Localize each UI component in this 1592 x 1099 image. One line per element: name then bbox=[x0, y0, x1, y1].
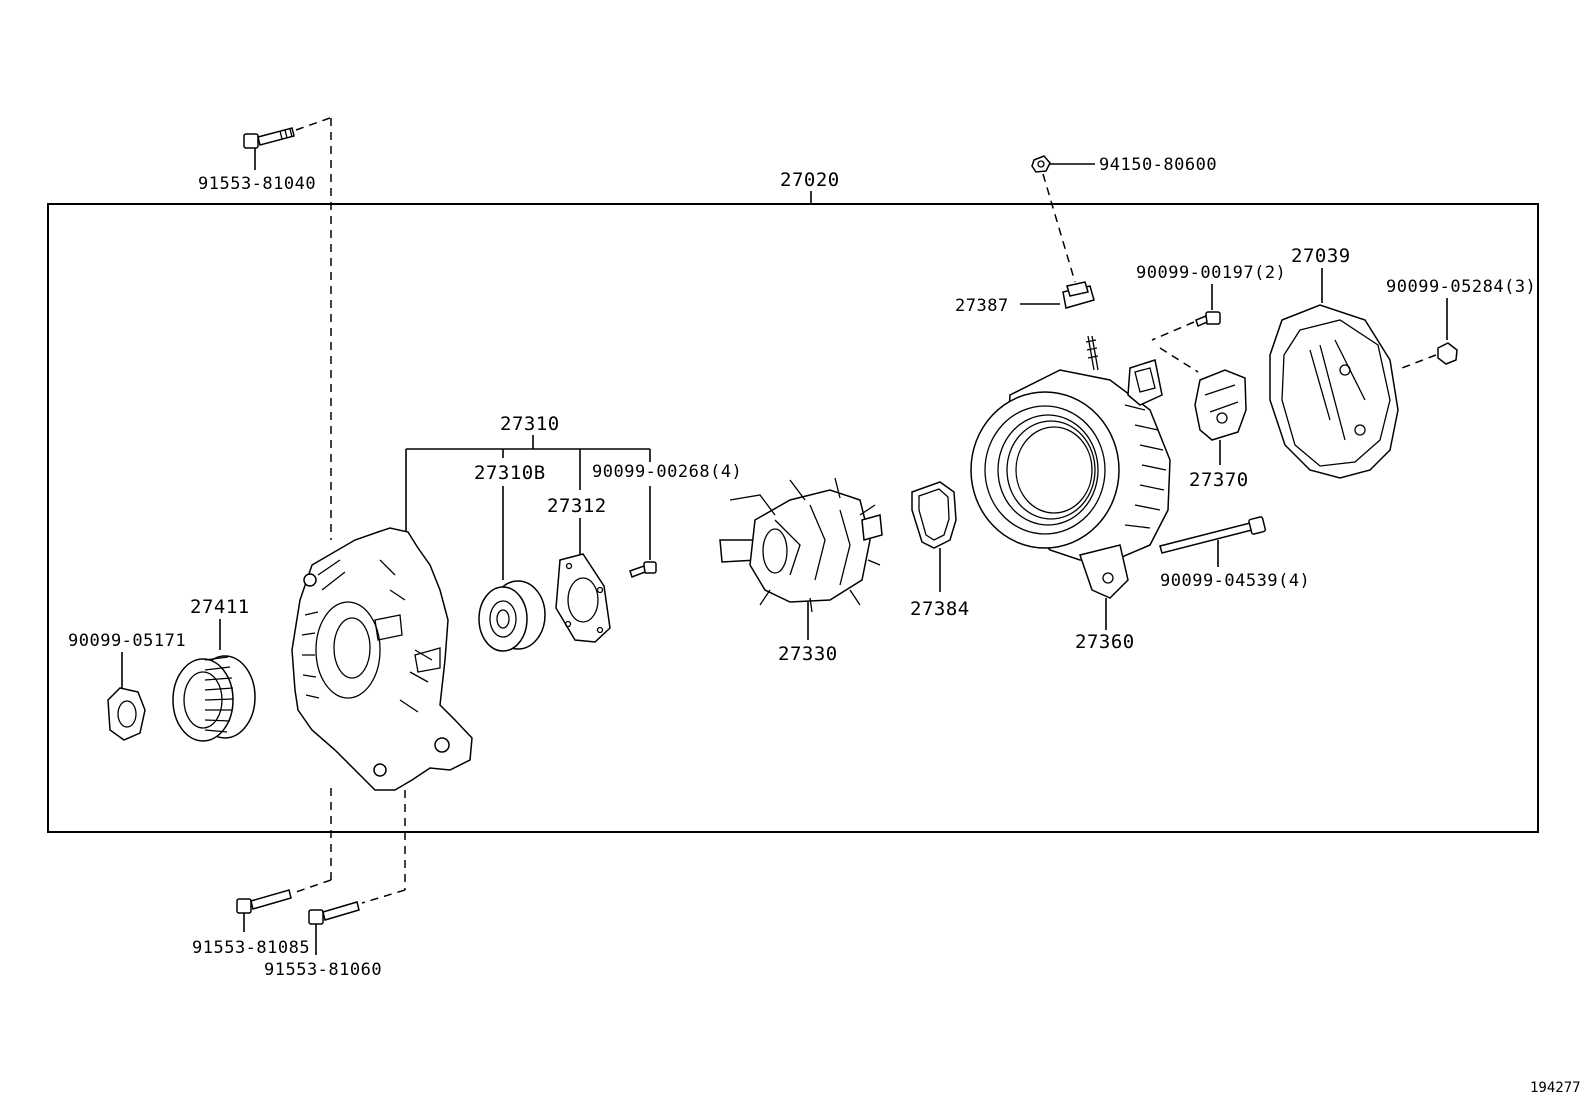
label-bolt-bottom-1: 91553-81085 bbox=[192, 938, 310, 958]
assembly-frame bbox=[47, 203, 1539, 833]
label-terminal-insulator: 27387 bbox=[955, 296, 1009, 316]
label-bolt-bottom-2: 91553-81060 bbox=[264, 960, 382, 980]
bolt-icon bbox=[236, 889, 292, 914]
bolt-icon bbox=[243, 127, 295, 149]
label-regulator: 27370 bbox=[1189, 469, 1249, 491]
stator-rectifier-frame-icon bbox=[970, 359, 1171, 599]
label-pulley: 27411 bbox=[190, 596, 250, 618]
end-cover-icon bbox=[1269, 304, 1399, 479]
label-rotor: 27330 bbox=[778, 643, 838, 665]
regulator-icon bbox=[1194, 369, 1247, 441]
label-nut-cover: 90099-05284(3) bbox=[1386, 277, 1536, 297]
label-bolt-top: 91553-81040 bbox=[198, 174, 316, 194]
label-screw-regulator: 90099-00197(2) bbox=[1136, 263, 1286, 283]
label-retainer: 27312 bbox=[547, 495, 607, 517]
bolt-icon bbox=[308, 901, 360, 925]
label-assembly: 27020 bbox=[780, 169, 840, 191]
pulley-icon bbox=[172, 655, 256, 742]
bearing-icon bbox=[478, 580, 546, 652]
retainer-plate-icon bbox=[555, 553, 611, 643]
label-end-cover: 27039 bbox=[1291, 245, 1351, 267]
label-pulley-nut: 90099-05171 bbox=[68, 631, 186, 651]
label-screw-retainer: 90099-00268(4) bbox=[592, 462, 742, 482]
through-bolt-icon bbox=[1159, 516, 1267, 554]
nut-icon bbox=[1437, 342, 1458, 365]
label-bearing: 27310B bbox=[474, 462, 546, 484]
terminal-insulator-icon bbox=[1062, 281, 1095, 309]
figure-ref-number: 194277 bbox=[1530, 1080, 1581, 1096]
drive-end-frame-icon bbox=[291, 527, 473, 791]
label-nut-top: 94150-80600 bbox=[1099, 155, 1217, 175]
label-through-bolt: 90099-04539(4) bbox=[1160, 571, 1310, 591]
screw-icon bbox=[1195, 311, 1221, 328]
rotor-icon bbox=[719, 477, 883, 613]
nut-icon bbox=[107, 687, 146, 741]
label-frame-drive: 27310 bbox=[500, 413, 560, 435]
nut-icon bbox=[1031, 155, 1051, 173]
insulator-ring-icon bbox=[911, 481, 957, 549]
label-stator-frame: 27360 bbox=[1075, 631, 1135, 653]
label-insulator: 27384 bbox=[910, 598, 970, 620]
screw-icon bbox=[629, 561, 657, 578]
